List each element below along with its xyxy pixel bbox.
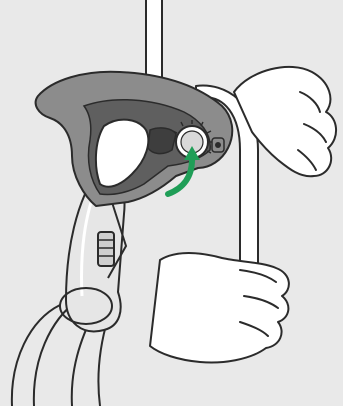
carabiner-gate (98, 232, 114, 266)
hand-icon-lower (150, 253, 289, 362)
